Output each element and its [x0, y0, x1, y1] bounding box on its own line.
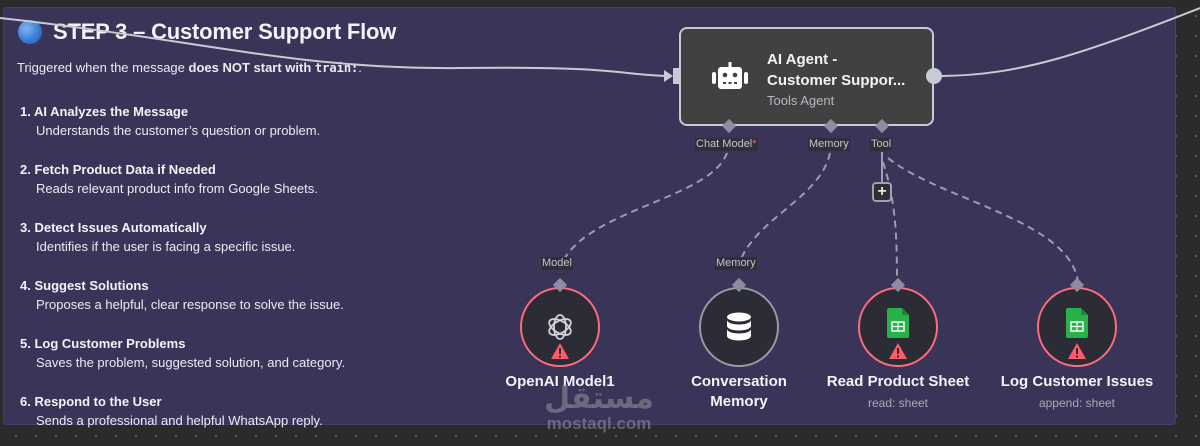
step-detail: Understands the customer’s question or p… [36, 123, 321, 138]
read-sheet-label: Read Product Sheet [826, 373, 970, 390]
watermark-arabic: مستقل [544, 381, 654, 416]
openai-model-node[interactable] [520, 287, 600, 367]
step-detail: Sends a professional and helpful WhatsAp… [36, 413, 323, 428]
step-detail: Reads relevant product info from Google … [36, 181, 318, 196]
step-heading: 3. Detect Issues Automatically [20, 220, 207, 235]
subtitle-prefix: Triggered when the message [17, 60, 189, 75]
openai-icon [548, 314, 572, 340]
log-issues-label: Log Customer Issues [1000, 373, 1154, 390]
warning-icon[interactable] [889, 343, 907, 359]
robot-icon [712, 62, 748, 89]
agent-subtitle: Tools Agent [767, 93, 835, 108]
add-tool-button[interactable]: + [872, 182, 892, 202]
conversation-memory-node[interactable] [699, 287, 779, 367]
model-port-label: Model [541, 257, 573, 270]
agent-input-handle[interactable] [673, 68, 682, 84]
sticky-title: STEP 3 – Customer Support Flow [18, 19, 396, 45]
step-heading: 5. Log Customer Problems [20, 336, 186, 351]
step-heading: 4. Suggest Solutions [20, 278, 149, 293]
log-issues-subtitle: append: sheet [1038, 396, 1116, 410]
memory-sub-port-label: Memory [715, 257, 757, 270]
ai-agent-node[interactable]: AI Agent - Customer Suppor... Tools Agen… [679, 27, 934, 126]
step-detail: Identifies if the user is facing a speci… [36, 239, 296, 254]
agent-name: AI Agent - Customer Suppor... [767, 49, 905, 91]
step-heading: 6. Respond to the User [20, 394, 162, 409]
warning-icon[interactable] [551, 343, 569, 359]
watermark: مستقل mostaql.com [537, 384, 661, 434]
subtitle-code: train: [314, 61, 359, 75]
log-customer-issues-node[interactable] [1037, 287, 1117, 367]
read-product-sheet-node[interactable] [858, 287, 938, 367]
watermark-latin: mostaql.com [546, 414, 652, 433]
subtitle-suffix: . [358, 60, 362, 75]
agent-output-handle[interactable] [926, 68, 942, 84]
memory-label-line2: Memory [710, 393, 768, 410]
google-sheets-icon [887, 308, 909, 338]
agent-name-line1: AI Agent - [767, 51, 838, 68]
read-sheet-subtitle: read: sheet [867, 396, 929, 410]
step-detail: Proposes a helpful, clear response to so… [36, 297, 344, 312]
globe-icon [18, 20, 42, 44]
memory-label-line1: Conversation [691, 373, 787, 390]
google-sheets-icon [1066, 308, 1088, 338]
warning-icon[interactable] [1068, 343, 1086, 359]
memory-port-label: Memory [808, 138, 850, 151]
database-icon [727, 312, 751, 341]
chat-model-label-text: Chat Model [696, 138, 753, 150]
chat-model-port-label: Chat Model* [695, 138, 758, 151]
step-heading: 1. AI Analyzes the Message [20, 104, 189, 119]
subtitle-bold: does NOT start with [188, 60, 315, 75]
required-marker: * [752, 138, 757, 150]
sticky-title-text: STEP 3 – Customer Support Flow [53, 19, 397, 44]
sticky-subtitle: Triggered when the message does NOT star… [17, 60, 362, 75]
step-heading: 2. Fetch Product Data if Needed [20, 162, 216, 177]
memory-node-label: Conversation Memory [644, 372, 834, 412]
step-detail: Saves the problem, suggested solution, a… [36, 355, 346, 370]
openai-node-label: OpenAI Model1 [505, 373, 615, 390]
tool-port-label: Tool [870, 138, 893, 151]
agent-name-line2: Customer Suppor... [767, 72, 906, 89]
